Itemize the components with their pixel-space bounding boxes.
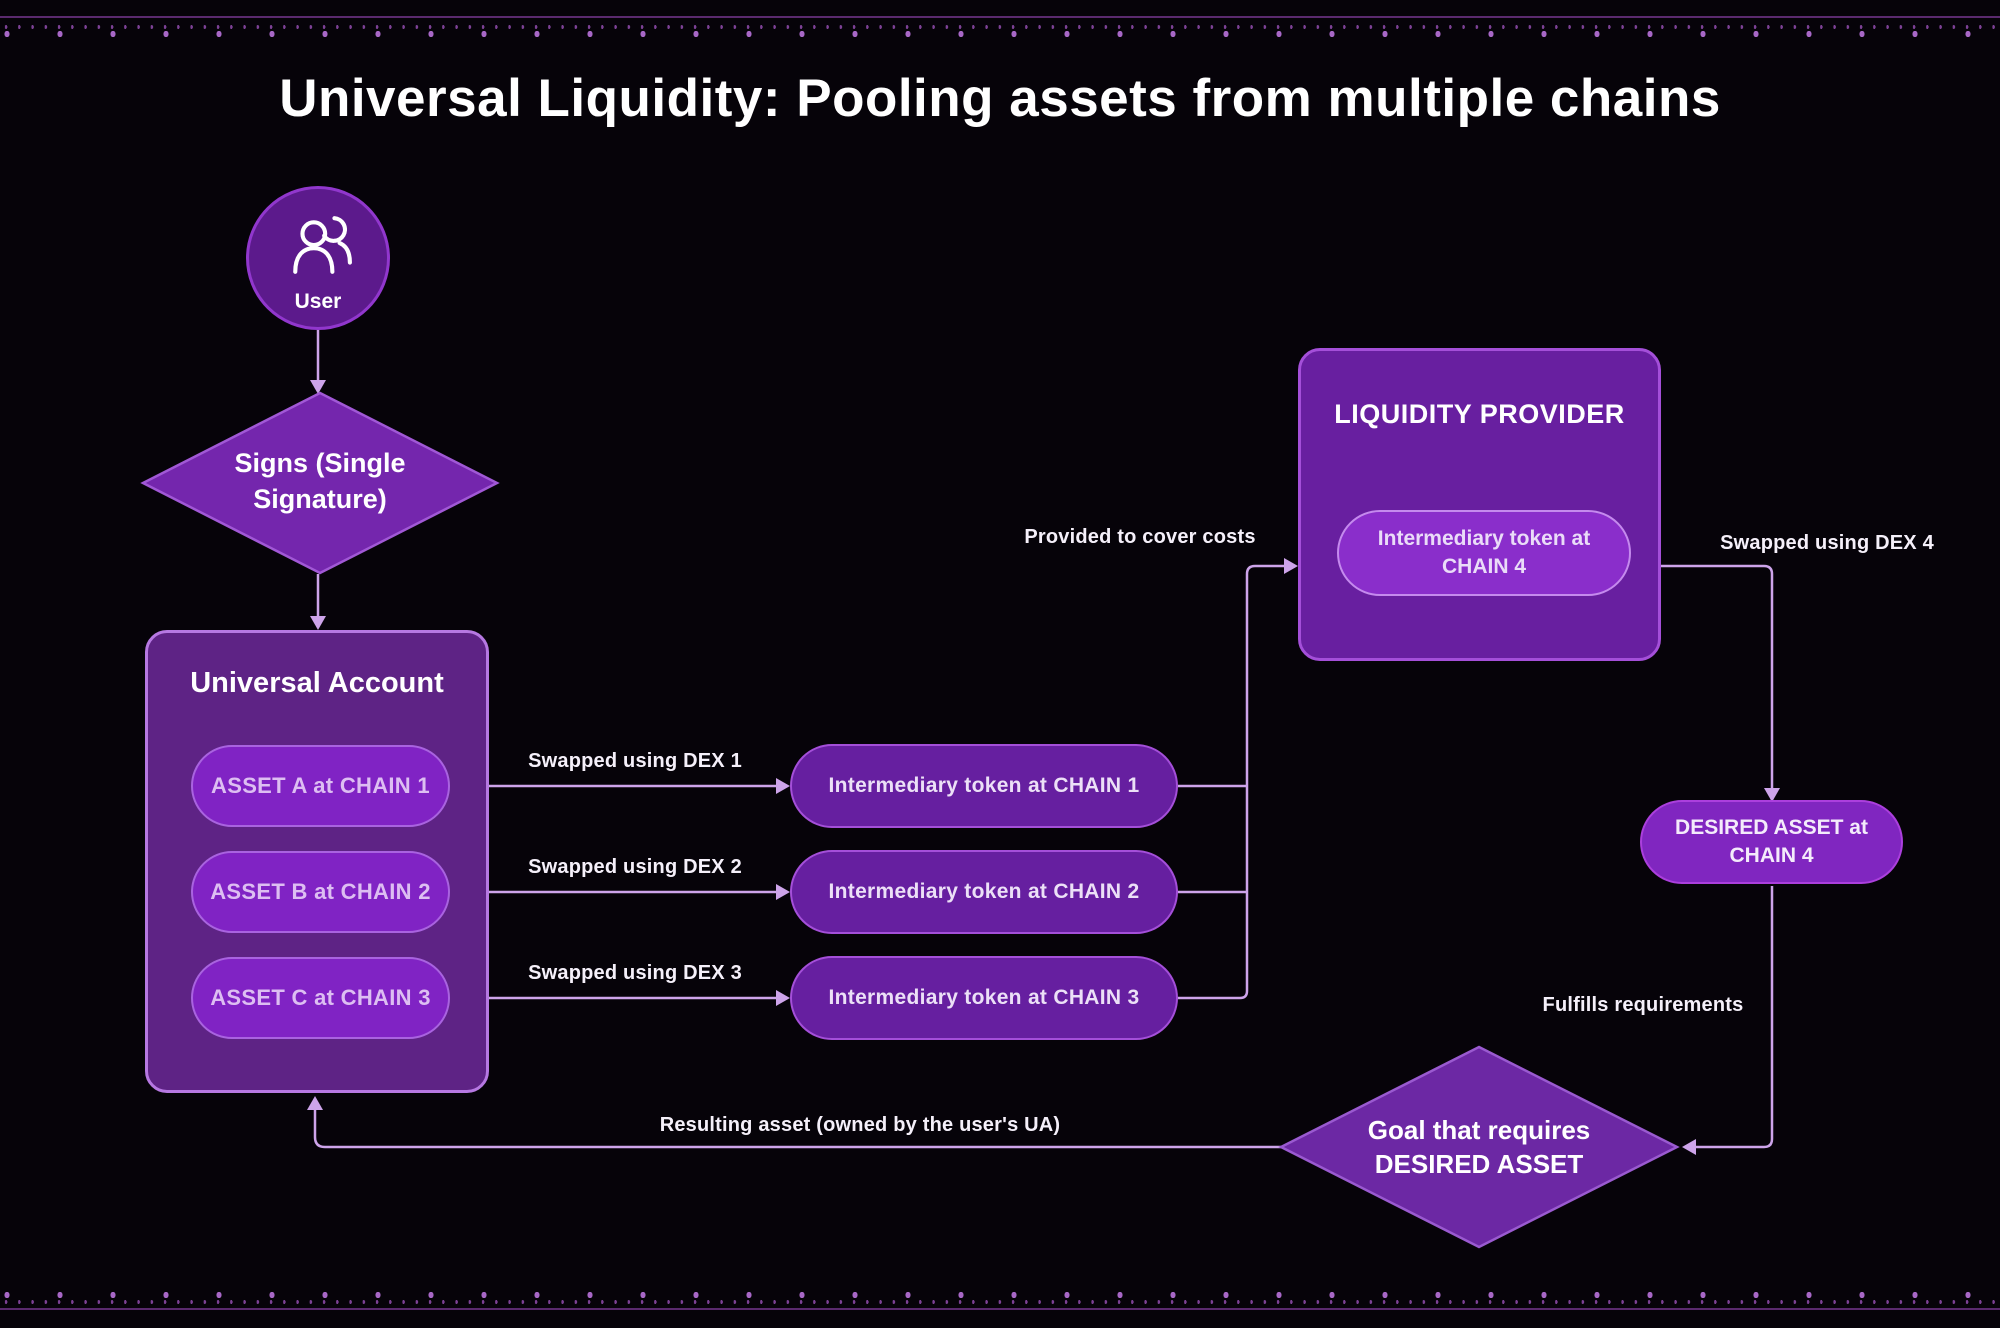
signs-diamond-shape xyxy=(140,391,500,575)
resulting-asset-label: Resulting asset (owned by the user's UA) xyxy=(659,1113,1061,1136)
connector-goal-to-ua xyxy=(313,1108,1281,1149)
top-border-line xyxy=(0,16,2000,18)
intermediary-token-1: Intermediary token at CHAIN 1 xyxy=(790,744,1178,828)
asset-pill-a: ASSET A at CHAIN 1 xyxy=(191,745,450,827)
desired-asset-pill: DESIRED ASSET at CHAIN 4 xyxy=(1640,800,1903,884)
asset-pill-c: ASSET C at CHAIN 3 xyxy=(191,957,450,1039)
swap-label-dex2: Swapped using DEX 2 xyxy=(528,855,742,878)
swap-label-dex1: Swapped using DEX 1 xyxy=(528,749,742,772)
lp-token-pill: Intermediary token at CHAIN 4 xyxy=(1337,510,1631,596)
fulfills-label: Fulfills requirements xyxy=(1542,993,1744,1016)
lp-token-label: Intermediary token at CHAIN 4 xyxy=(1377,526,1591,578)
goal-diamond-shape xyxy=(1278,1045,1680,1249)
page-title: Universal Liquidity: Pooling assets from… xyxy=(279,68,1721,128)
arrowhead-to-goal xyxy=(1682,1139,1696,1155)
top-border-dots xyxy=(0,22,2000,44)
connector-desired-to-goal xyxy=(1695,886,1774,1149)
bottom-border-dots xyxy=(0,1286,2000,1308)
swap-label-dex4: Swapped using DEX 4 xyxy=(1720,531,1934,554)
swap-label-dex3: Swapped using DEX 3 xyxy=(528,961,742,984)
intermediary-token-2: Intermediary token at CHAIN 2 xyxy=(790,850,1178,934)
signs-diamond-label: Signs (Single Signature) xyxy=(234,448,406,514)
provided-costs-label: Provided to cover costs xyxy=(1024,525,1256,548)
users-icon xyxy=(293,216,352,274)
asset-pill-b: ASSET B at CHAIN 2 xyxy=(191,851,450,933)
connector-trunk-to-lp xyxy=(1178,564,1285,1000)
arrowhead-to-token1 xyxy=(776,778,790,794)
user-node xyxy=(246,186,390,330)
intermediary-token-3: Intermediary token at CHAIN 3 xyxy=(790,956,1178,1040)
universal-account-title: Universal Account xyxy=(190,666,444,699)
connector-lp-to-desired xyxy=(1661,564,1774,789)
arrowhead-to-ua-return xyxy=(307,1096,323,1110)
arrowhead-to-desired xyxy=(1764,788,1780,802)
arrowhead-to-token2 xyxy=(776,884,790,900)
goal-diamond-label: Goal that requires DESIRED ASSET xyxy=(1367,1114,1591,1179)
arrowhead-to-ua xyxy=(310,616,326,630)
user-label: User xyxy=(294,290,342,313)
arrowhead-to-token3 xyxy=(776,990,790,1006)
arrowhead-to-signs xyxy=(310,380,326,394)
bottom-border-line xyxy=(0,1308,2000,1310)
liquidity-provider-title: LIQUIDITY PROVIDER xyxy=(1334,398,1625,429)
arrowhead-to-lp xyxy=(1284,558,1298,574)
liquidity-provider-box xyxy=(1298,348,1661,661)
desired-asset-label: DESIRED ASSET at CHAIN 4 xyxy=(1675,815,1868,867)
